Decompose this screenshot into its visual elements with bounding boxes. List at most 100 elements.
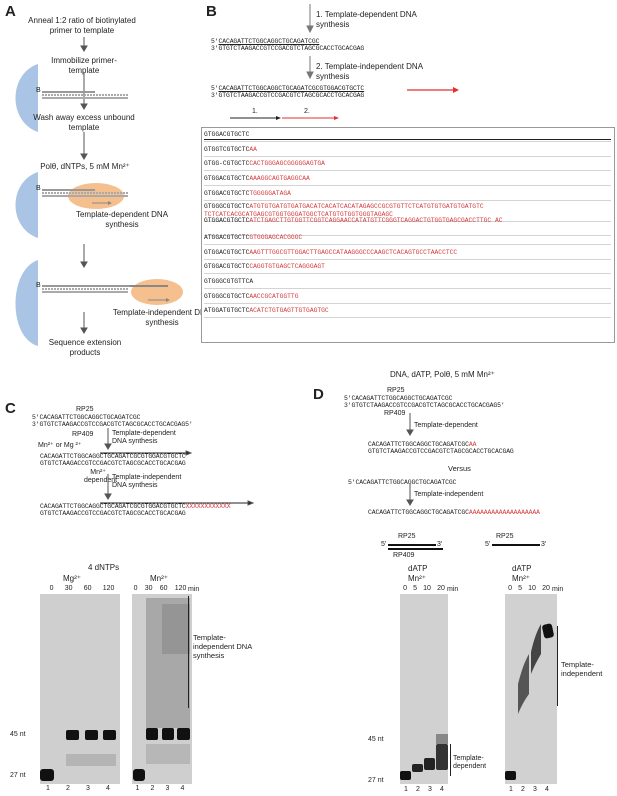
b-step1-label: 1. Template-dependent DNA synthesis [316,10,417,29]
read-template-part: GTGGTCGTGCTC [204,145,250,153]
read-row: GTGGACGTGCTCAAAGGCAGTGAGGCAA [204,173,611,187]
read-template-part: GTGGACGTGCTC [204,175,250,183]
read-extension-part: TGGGGGATAGA [249,189,291,197]
read-template-part: ATGGATGTGCTC [204,307,250,315]
d-gel2-datp: dATP [512,564,532,573]
d-sch-left-rp25: RP25 [398,533,416,540]
d-versus: Versus [448,464,471,473]
read-template-part: GTGGACGTGCTC [204,248,250,256]
read-row: GTGGACGTGCTCCAGGTGTGAGCTCAGGGAGT [204,261,611,275]
b-arrow1-label: 1. [252,108,258,115]
d-sch-right-rp25: RP25 [496,533,514,540]
d-gel1-mn: Mn²⁺ [408,574,426,583]
read-extension-part: AACCGCATGGTTG [249,292,299,300]
c-mn-label: Mn²⁺ [150,574,168,583]
panel-label-a: A [5,3,16,20]
d-gel2-bracket [557,626,558,706]
c-mg-label: Mg²⁺ [63,574,81,583]
read-extension-part: GTGGGAGCACGGGC [249,233,303,241]
a-step-immobilize: Immobilize primer-template [51,56,117,75]
read-extension-part: ATGTGTGATGTGATGACATCACATCACATAGAGCCGCGTG… [204,202,484,218]
panel-label-c: C [5,400,16,417]
c-marker-27: 27 nt [10,772,26,779]
read-row: GTGGGCGTGCTCATGTGTGATGTGATGACATCACATCACA… [204,203,611,222]
a-diagram [15,37,183,346]
c-seq-2-bottom: GTGTCTAAGACCGTCCGACGTCTAGCGCACCTGCACGAG [40,460,186,467]
read-extension-part: ACATCTGTGAGTTGTGAGTGC [249,307,329,315]
read-extension-part: AAGTTTGGCGTTGGACTTGAGCCATAAGGGCCCAAGCTCA… [249,248,458,256]
read-extension-part: AAAGGCAGTGAGGCAA [249,175,310,183]
d-gel2-min: min [552,586,564,593]
a-step-wash: Wash away excess unbound template [33,113,135,132]
d-sch-left-3p: 3' [437,541,443,548]
d-seq-1-bottom: 3'GTGTCTAAGACCGTCCGACGTCTAGCGCACCTGCACGA… [344,402,505,409]
read-row: GTGGACGTGCTCAAGTTTGGCGTTGGACTTGAGCCATAAG… [204,247,611,260]
a-step-pol: Polθ, dNTPs, 5 mM Mn²⁺ [40,162,130,171]
read-template-part: GTGGACGTGCTC [204,217,250,225]
d-sch-left-bottom-strand [388,548,443,550]
c-seq-2-top: CACAGATTCTGGCAGGCTGCAGATCGCGTGGACGTGCTC [40,453,186,460]
read-row: GTGGGCGTGCTCAACCGCATGGTTG [204,291,611,304]
read-template-part: GTGGGCGTGTTCA [204,278,254,285]
d-sch-left-5p: 5' [381,541,387,548]
read-row: GTGGGCGTGTTCA [204,276,611,289]
read-template-part: GTGGGCGTGCTC [204,292,250,300]
c-rp25: RP25 [76,406,94,413]
d-seq-3-top: 5'CACAGATTCTGGCAGGCTGCAGATCGC [348,479,457,486]
a-step-template-independent: Template-independent DNA synthesis [112,308,212,327]
d-sch-right-strand [492,544,540,546]
c-seq-3-top: CACAGATTCTGGCAGGCTGCAGATCGCGTGGACGTGCTCX… [40,503,231,510]
c-seq-1-top: 5'CACAGATTCTGGCAGGCTGCAGATCGC [32,414,141,421]
read-template-part: GTGG-CGTGCTC [204,160,250,168]
c-marker-45: 45 nt [10,731,26,738]
d-title: DNA, dATP, Polθ, 5 mM Mn²⁺ [390,370,495,379]
read-template-part: ATGGACGTGCTC [204,233,250,241]
d-gel2-indep-label: Template-independent [561,660,603,678]
d-rp409: RP409 [384,410,406,417]
c-gel-title: 4 dNTPs [88,563,120,572]
b-seq-2-bottom: 3'GTGTCTAAGACCGTCCGACGTCTAGCGCACCTGCACGA… [211,92,365,99]
panel-label-d: D [313,386,324,403]
read-extension-part: ATCTGAGCTTGTGGTTCGGTCAGGAACCATATGTTCGGGT… [249,217,503,225]
c-seq-1-bottom: 3'GTGTCTAAGACCGTCCGACGTCTAGCGCACCTGCACGA… [32,421,193,428]
bead-2 [15,172,38,238]
d-arrows [406,413,414,506]
d-gel2-image [505,594,557,784]
c-step-template-independent: Template-independent DNA synthesis [112,474,182,489]
bead-3 [15,260,38,346]
d-template-independent: Template-independent [414,491,484,498]
a-biotin-2: B [36,185,41,192]
d-gel1-marker-27: 27 nt [368,777,384,784]
d-gel1-datp: dATP [408,564,428,573]
d-seq-2-bottom: GTGTCTAAGACCGTCCGACGTCTAGCGCACCTGCACGAG [368,448,514,455]
d-gel1-bracket [450,744,451,776]
b-seq-1-top: 5'CACAGATTCTGGCAGGCTGCAGATCGC [211,38,320,45]
read-extension-part: CAGGTGTGAGCTCAGGGAGT [249,263,325,271]
c-cond-mn: Mn²⁺ dependent [84,469,118,484]
panel-label-b: B [206,3,217,20]
bead-1 [15,64,38,132]
d-rp25: RP25 [387,387,405,394]
read-template-part: GTGGACGTGCTC [204,263,250,271]
read-row: GTGGACGTGCTCTGGGGGATAGA [204,188,611,201]
c-step-template-dependent: Template-dependent DNA synthesis [112,430,176,445]
read-template-part: GTGGGCGTGCTC [204,202,250,210]
read-template-part: GTGGACGTGCTC [204,131,250,138]
read-extension-part: CACTGGGAGCGGGGGAGTGA [249,160,325,168]
d-gel1-marker-45: 45 nt [368,736,384,743]
c-bracket-label: Template-independent DNA synthesis [193,633,252,660]
d-sch-right-5p: 5' [485,541,491,548]
a-step-anneal: Anneal 1:2 ratio of biotinylated primer … [28,16,136,35]
b-arrow2-label: 2. [304,108,310,115]
d-sch-right-3p: 3' [541,541,547,548]
d-gel1-min: min [447,586,459,593]
b-seq-1-bottom: 3'GTGTCTAAGACCGTCCGACGTCTAGCGCACCTGCACGA… [211,45,365,52]
read-row: GTGGACGTGCTC [204,129,611,142]
read-row: GTGG-CGTGCTCCACTGGGAGCGGGGGAGTGA [204,158,611,172]
